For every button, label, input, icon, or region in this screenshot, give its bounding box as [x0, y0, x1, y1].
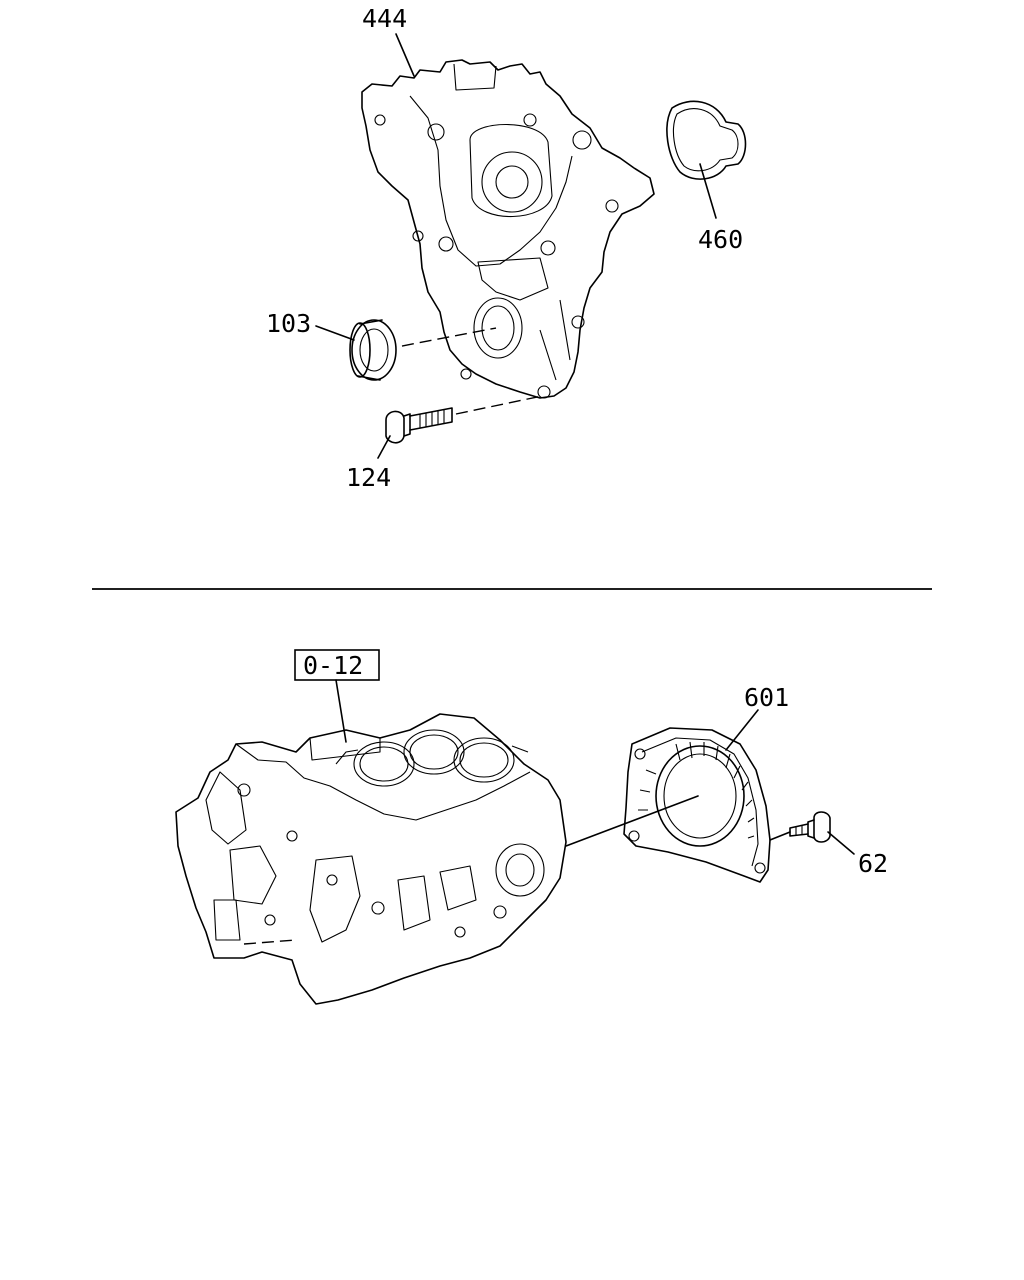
- callout-cover-gasket: 460: [698, 225, 743, 254]
- cylinder-block-drawing: [175, 713, 567, 1005]
- leader-lines-lower: [335, 679, 855, 855]
- timing-cover-drawing: [361, 59, 655, 399]
- callout-retainer-bolt: 62: [858, 849, 888, 878]
- retainer-bolt-drawing: [769, 811, 831, 843]
- callout-rear-seal-retainer: 601: [744, 683, 789, 712]
- callout-block-ref[interactable]: 0-12: [303, 651, 363, 680]
- cover-gasket-drawing: [666, 100, 747, 180]
- callout-front-cover: 444: [362, 4, 407, 33]
- cover-bolt-drawing: [385, 395, 543, 444]
- front-oil-seal-drawing: [349, 319, 497, 381]
- rear-seal-retainer-drawing: [565, 727, 771, 883]
- callout-front-oil-seal: 103: [266, 309, 311, 338]
- block-ref-box: [294, 649, 380, 681]
- leader-lines-upper: [315, 33, 717, 459]
- callout-cover-bolt: 124: [346, 463, 391, 492]
